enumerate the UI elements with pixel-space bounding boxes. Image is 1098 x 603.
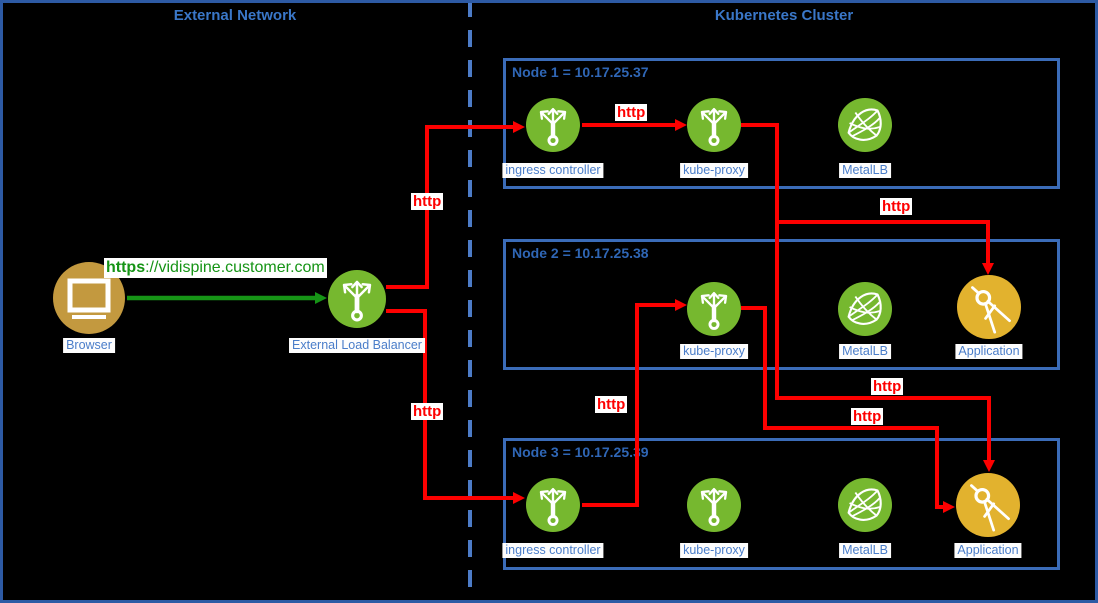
- node3-label: Node 3 = 10.17.25.39: [512, 444, 649, 460]
- https-url-label: https://vidispine.customer.com: [104, 258, 327, 278]
- https-rest-text: ://vidispine.customer.com: [145, 259, 325, 276]
- http-label-to-node2-application: http: [880, 198, 913, 215]
- node2-kube-proxy-icon: [687, 282, 741, 336]
- node2-application-label: Application: [955, 344, 1023, 359]
- node1-ingress-controller-label: ingress controller: [502, 163, 604, 178]
- kubernetes-cluster-title: Kubernetes Cluster: [714, 7, 854, 24]
- http-label-lb-to-node1: http: [411, 193, 444, 210]
- node1-box: Node 1 = 10.17.25.37: [503, 58, 1060, 189]
- node1-metallb-label: MetalLB: [839, 163, 891, 178]
- node2-kube-proxy-label: kube-proxy: [680, 344, 748, 359]
- edge-node1-kubeproxy-to-node3-application: [775, 222, 995, 472]
- edge-node3-ingress-to-node2-kubeproxy: [582, 299, 687, 507]
- node2-application-icon: [957, 275, 1021, 339]
- edge-node2-kubeproxy-to-node3-application: [741, 306, 955, 513]
- node3-metallb-label: MetalLB: [839, 543, 891, 558]
- node3-application-icon: [956, 473, 1020, 537]
- node1-metallb-icon: [838, 98, 892, 152]
- node3-ingress-controller-icon: [526, 478, 580, 532]
- node3-application-label: Application: [954, 543, 1022, 558]
- external-load-balancer-label: External Load Balancer: [289, 338, 425, 353]
- node3-box: Node 3 = 10.17.25.39: [503, 438, 1060, 570]
- node2-metallb-icon: [838, 282, 892, 336]
- https-scheme-text: https: [106, 259, 146, 276]
- node1-label: Node 1 = 10.17.25.37: [512, 64, 649, 80]
- node3-metallb-icon: [838, 478, 892, 532]
- node1-kube-proxy-icon: [687, 98, 741, 152]
- node3-kube-proxy-label: kube-proxy: [680, 543, 748, 558]
- http-label-node3-ingress-to-node2-kubeproxy: http: [595, 396, 628, 413]
- node2-box: Node 2 = 10.17.25.38: [503, 239, 1060, 370]
- node2-label: Node 2 = 10.17.25.38: [512, 245, 649, 261]
- http-label-node1-ingress-to-kubeproxy: http: [615, 104, 648, 121]
- node2-metallb-label: MetalLB: [839, 344, 891, 359]
- node1-kube-proxy-label: kube-proxy: [680, 163, 748, 178]
- external-network-title: External Network: [173, 7, 297, 24]
- http-label-to-node3-application-top: http: [871, 378, 904, 395]
- node3-kube-proxy-icon: [687, 478, 741, 532]
- node3-ingress-controller-label: ingress controller: [502, 543, 604, 558]
- external-load-balancer-icon: [328, 270, 386, 328]
- edge-loadbalancer-to-node1-ingress: [386, 121, 525, 289]
- node1-ingress-controller-icon: [526, 98, 580, 152]
- browser-label: Browser: [63, 338, 115, 353]
- http-label-lb-to-node3: http: [411, 403, 444, 420]
- http-label-to-node3-application-left: http: [851, 408, 884, 425]
